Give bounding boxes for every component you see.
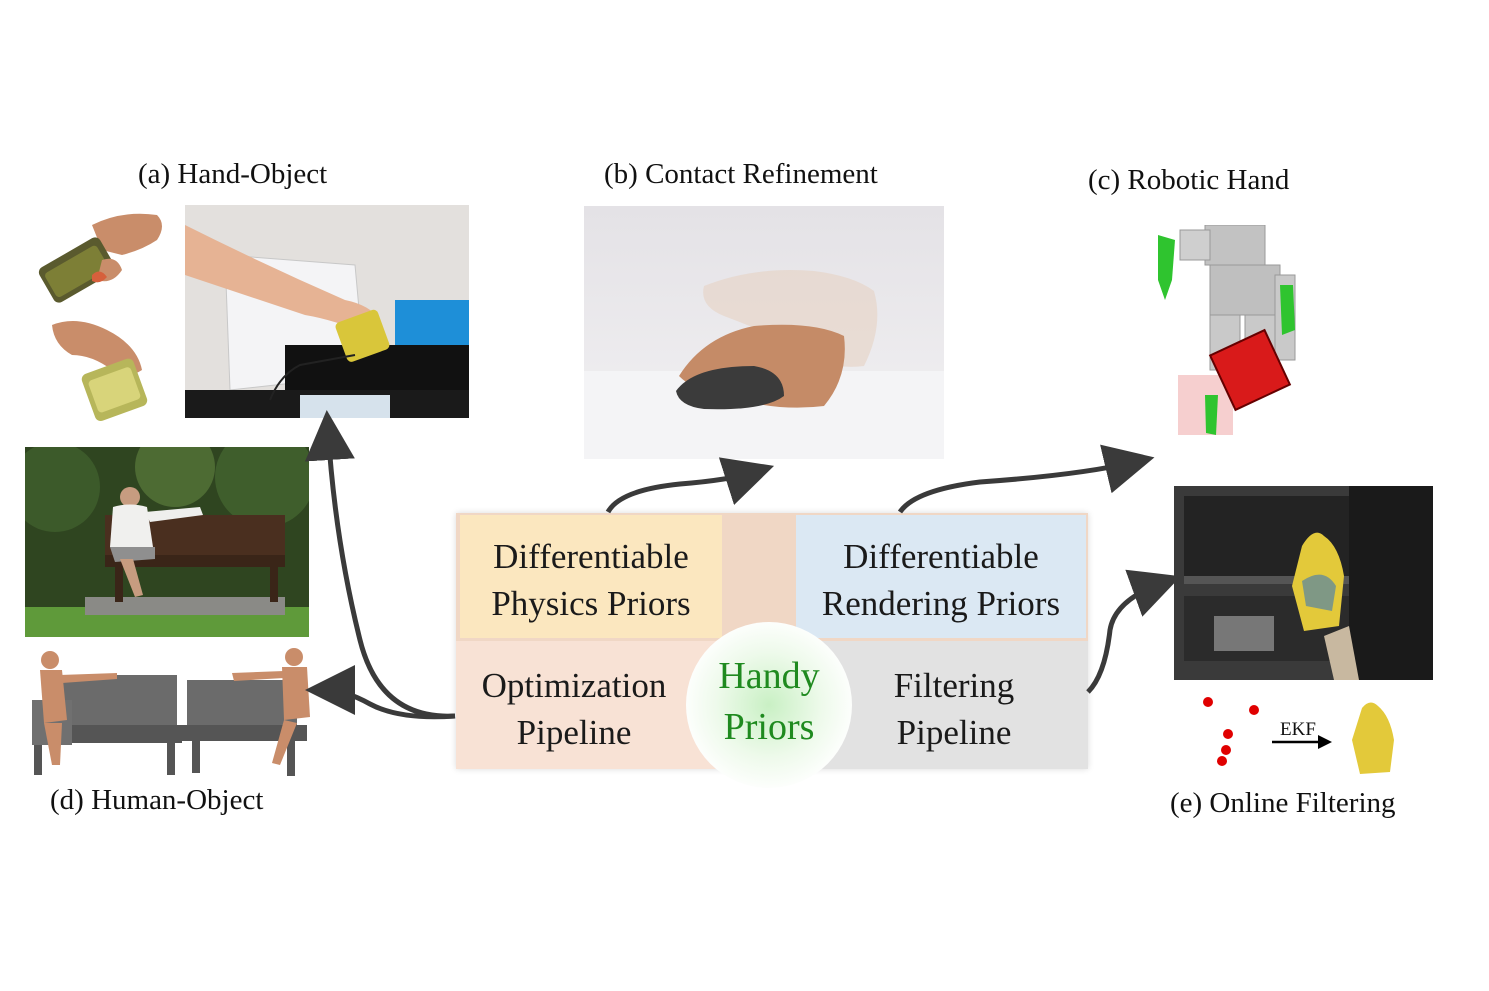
ekf-label: EKF [1280, 719, 1316, 740]
caption-contact-refinement: (b) Contact Refinement [604, 158, 878, 190]
human-object-photo [25, 447, 309, 637]
hand-can-render-bottom [52, 321, 148, 422]
arrow-to-hand-object [304, 410, 456, 719]
hand-object-photo [185, 205, 469, 418]
optimization-line2: Pipeline [516, 713, 632, 752]
contact-refinement-photo [584, 206, 944, 459]
human-object-3d-renders [22, 645, 327, 780]
optimization-line1: Optimization [481, 666, 667, 705]
physics-priors-line1: Differentiable [493, 537, 689, 576]
physics-priors-line2: Physics Priors [491, 584, 691, 623]
caption-hand-object: (a) Hand-Object [138, 158, 328, 190]
ekf-illustration [1190, 690, 1410, 780]
online-filtering-photo [1174, 486, 1433, 680]
handy-priors-label: Handy Priors [686, 651, 852, 753]
filtering-pipeline-label: Filtering Pipeline [852, 662, 1056, 756]
arrow-to-contact-refinement [605, 457, 775, 514]
rendering-priors-label: Differentiable Rendering Priors [796, 533, 1086, 627]
robotic-hand-render [1150, 224, 1310, 440]
hand-object-3d-renders [32, 205, 172, 425]
caption-robotic-hand: (c) Robotic Hand [1088, 164, 1290, 196]
filtering-line1: Filtering [893, 666, 1015, 705]
rendering-priors-box [796, 515, 1086, 638]
optimization-pipeline-label: Optimization Pipeline [460, 662, 688, 756]
keypoint [1221, 745, 1231, 755]
hub-line1: Handy [718, 655, 820, 697]
hub-line2: Priors [723, 706, 815, 748]
rendering-priors-line2: Rendering Priors [821, 584, 1061, 623]
hand-can-render-top [38, 213, 162, 303]
caption-human-object: (d) Human-Object [50, 784, 264, 816]
arrow-to-online-filtering [1086, 569, 1181, 694]
arrow-to-human-object [305, 665, 456, 720]
caption-online-filtering: (e) Online Filtering [1170, 787, 1396, 819]
filtering-line2: Pipeline [896, 713, 1012, 752]
rendering-priors-line1: Differentiable [843, 537, 1039, 576]
arrow-to-robotic-hand [897, 444, 1155, 514]
keypoint [1217, 756, 1227, 766]
keypoint [1223, 729, 1233, 739]
keypoint [1249, 705, 1259, 715]
physics-priors-box [460, 515, 722, 638]
keypoint [1203, 697, 1213, 707]
physics-priors-label: Differentiable Physics Priors [460, 533, 722, 627]
handy-priors-hub [686, 622, 852, 788]
